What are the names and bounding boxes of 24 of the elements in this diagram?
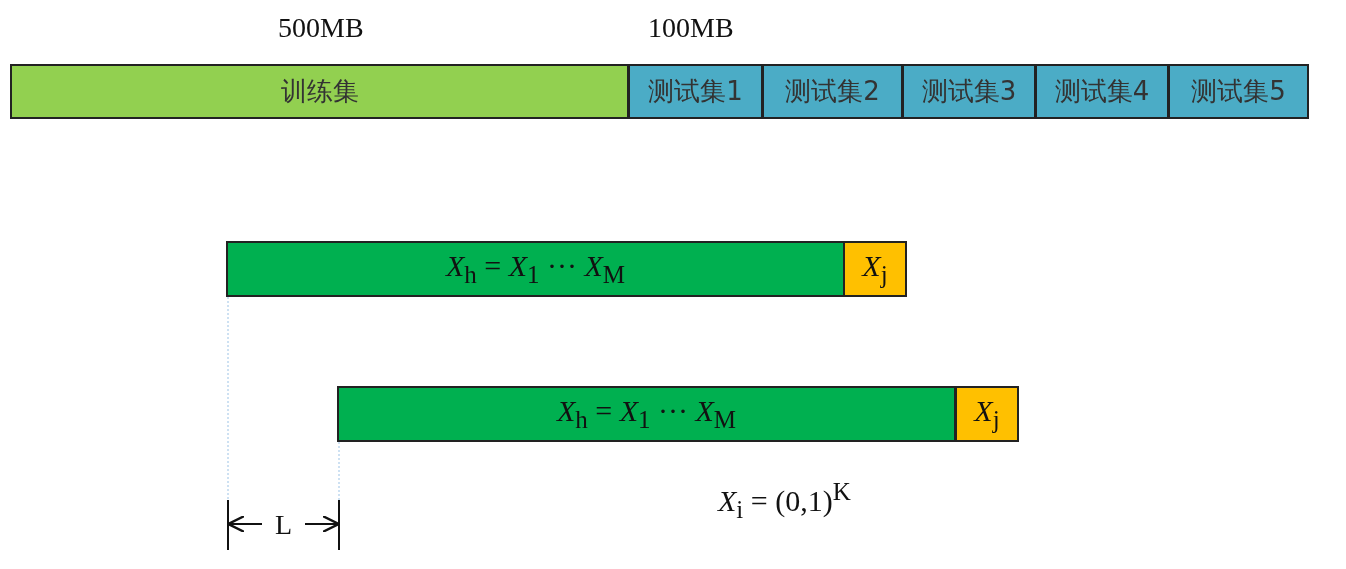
bar-label: 测试集5 — [1191, 75, 1286, 108]
training-set-bar — [10, 64, 629, 119]
bar-label: 测试集3 — [921, 75, 1017, 108]
bar-label: 测试集4 — [1054, 75, 1150, 108]
test-set-bar — [1168, 64, 1309, 119]
size-label: 500MB — [278, 12, 364, 44]
bar-label: X$_{h}$ = X$_{1}$ ··· X$_{M}$ — [556, 394, 737, 434]
test-set-bar — [628, 64, 763, 119]
bar-label: 测试集2 — [785, 75, 880, 108]
bar-label: X$_{j}$ — [862, 249, 888, 289]
bar-label: 训练集 — [280, 75, 359, 108]
formula-label: X$_{i}$ = (0,1)$^{K}$ — [718, 478, 851, 524]
sequence-bar — [337, 386, 956, 442]
bar-label: 测试集1 — [648, 75, 743, 108]
sequence-bar — [226, 241, 845, 297]
target-box — [955, 386, 1019, 442]
size-label: 100MB — [648, 12, 734, 44]
bar-label: X$_{h}$ = X$_{1}$ ··· X$_{M}$ — [445, 249, 626, 289]
test-set-bar — [762, 64, 903, 119]
target-box — [843, 241, 907, 297]
test-set-bar — [902, 64, 1036, 119]
bar-label: X$_{j}$ — [974, 394, 1000, 434]
test-set-bar — [1035, 64, 1169, 119]
dimension-label: L — [275, 509, 293, 541]
